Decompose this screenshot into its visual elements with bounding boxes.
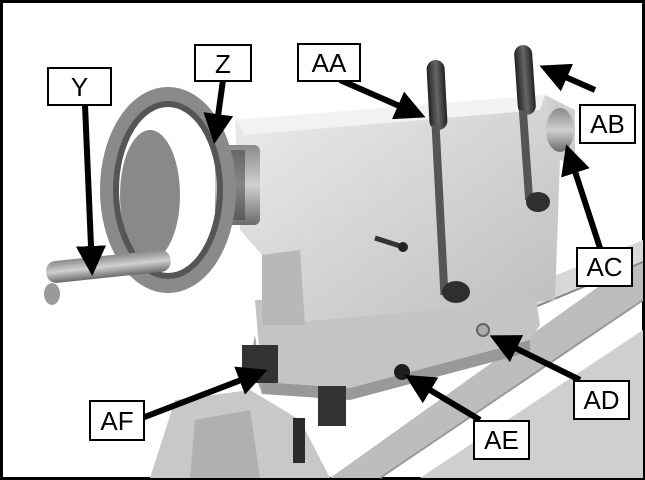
callout-ad: AD [573,380,630,420]
callout-ae-text: AE [484,425,519,455]
callout-y: Y [47,67,112,106]
callout-af-text: AF [100,406,133,436]
quill [546,108,574,152]
callout-ae: AE [473,420,530,460]
tailstock-lock-lever [514,45,550,212]
quill-lock-lever [426,60,470,303]
callout-y-text: Y [71,72,88,102]
callout-aa: AA [297,43,361,82]
callout-af: AF [89,400,145,441]
callout-ab: AB [579,104,636,144]
callout-ad-text: AD [583,385,619,415]
callout-z-text: Z [215,49,231,79]
callout-ac: AC [576,247,633,287]
callout-aa-text: AA [312,48,347,78]
callout-ac-text: AC [586,252,622,282]
body-screw [374,235,408,252]
bed-casting-left [150,390,330,478]
callout-arrows [75,63,603,423]
callout-z: Z [194,44,252,82]
handwheel [100,87,236,293]
callout-ab-text: AB [590,109,625,139]
